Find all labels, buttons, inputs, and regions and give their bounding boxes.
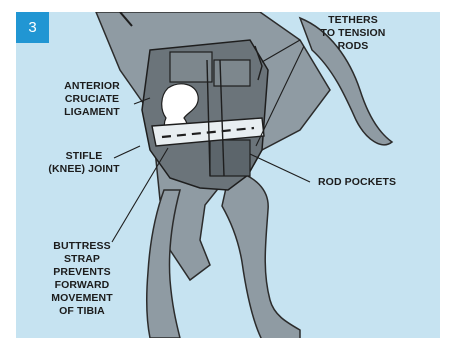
label-tethers: TETHERS TO TENSION RODS bbox=[298, 14, 408, 53]
dog-other-leg bbox=[147, 190, 180, 338]
dog-rear-leg bbox=[222, 170, 300, 340]
label-rod-pockets: ROD POCKETS bbox=[318, 176, 428, 189]
label-stifle: STIFLE (KNEE) JOINT bbox=[44, 150, 124, 176]
label-buttress-strap: BUTTRESS STRAP PREVENTS FORWARD MOVEMENT… bbox=[42, 240, 122, 318]
figure-number-badge: 3 bbox=[16, 12, 49, 43]
label-acl: ANTERIOR CRUCIATE LIGAMENT bbox=[52, 80, 132, 119]
